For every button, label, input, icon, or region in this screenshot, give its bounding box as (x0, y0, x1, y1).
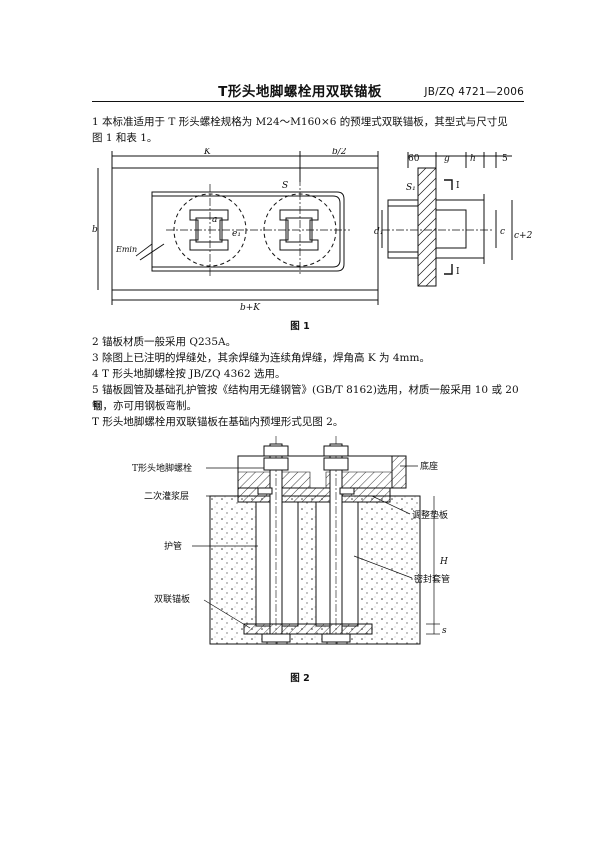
dim-g-label: g (444, 154, 450, 164)
header-rule (92, 101, 524, 102)
plan-plate-outline (111, 167, 379, 291)
dim-5-label: 5 (502, 154, 508, 164)
figure-1-drawing: K b/2 b+K b S e₁ a d₁ 60 g h 5 S₁ c c+20… (92, 148, 532, 313)
label-anchor: 双联锚板 (154, 593, 190, 605)
figure-1-caption: 图 1 (290, 321, 310, 332)
intro-line-1: 1 本标准适用于 T 形头螺栓规格为 M24～M160×6 的预埋式双联锚板，其… (92, 116, 508, 128)
label-seal: 密封套管 (414, 573, 450, 585)
dim-S1-label: S₁ (406, 183, 416, 193)
item-2: 2 锚板材质一般采用 Q235A。 (92, 336, 237, 348)
label-grout: 二次灌浆层 (144, 490, 189, 502)
label-base: 底座 (420, 460, 438, 472)
dim-h-label: h (470, 154, 476, 164)
figure-2-drawing: T形头地脚螺栓 二次灌浆层 护管 双联锚板 底座 调整垫板 密封套管 H s (132, 436, 450, 645)
intro-line-2: 图 1 和表 1。 (92, 132, 158, 144)
figure-2-intro: T 形头地脚螺栓用双联锚板在基础内预埋形式见图 2。 (92, 416, 344, 428)
dim-b-half-label: b/2 (332, 148, 347, 157)
dim-d1-label: d₁ (374, 227, 383, 237)
dim-e1-label: e₁ (232, 229, 241, 239)
intro-paragraph: 1 本标准适用于 T 形头螺栓规格为 M24～M160×6 的预埋式双联锚板，其… (92, 114, 532, 146)
dim-60-label: 60 (408, 154, 420, 164)
section-mark-bottom: I (456, 267, 460, 277)
item-5: 5 锚板圆管及基础孔护管按《结构用无缝钢管》(GB/T 8162)选用，材质一般… (92, 384, 519, 412)
item-4: 4 T 形头地脚螺栓按 JB/ZQ 4362 选用。 (92, 368, 286, 380)
label-bolt: T形头地脚螺栓 (132, 462, 192, 474)
dim-b-label: b (92, 225, 98, 235)
dim-b-plus-K-label: b+K (240, 303, 261, 313)
slot-frame (151, 191, 345, 272)
dim-K-label: K (203, 148, 212, 157)
dim-c-plus-20-label: c+20 (514, 231, 532, 241)
page-title: T形头地脚螺栓用双联锚板 (218, 84, 382, 100)
foundation-concrete (209, 495, 421, 645)
label-sleeve: 护管 (164, 540, 182, 552)
label-s: s (442, 626, 447, 636)
weld-label: Emin (115, 245, 137, 254)
figure-2-caption: 图 2 (290, 673, 310, 684)
dim-S-label: S (282, 181, 288, 191)
dim-c-label: c (500, 227, 505, 237)
item-5-cont: 钢，亦可用钢板弯制。 (92, 400, 197, 412)
label-shim: 调整垫板 (412, 509, 448, 521)
anchor-plate (243, 623, 373, 635)
label-H: H (439, 557, 448, 567)
item-3: 3 除图上已注明的焊缝处，其余焊缝为连续角焊缝，焊角高 K 为 4mm。 (92, 352, 430, 364)
dim-a-label: a (212, 215, 217, 225)
standard-number: JB/ZQ 4721—2006 (424, 86, 524, 98)
section-mark-top: I (456, 181, 460, 191)
